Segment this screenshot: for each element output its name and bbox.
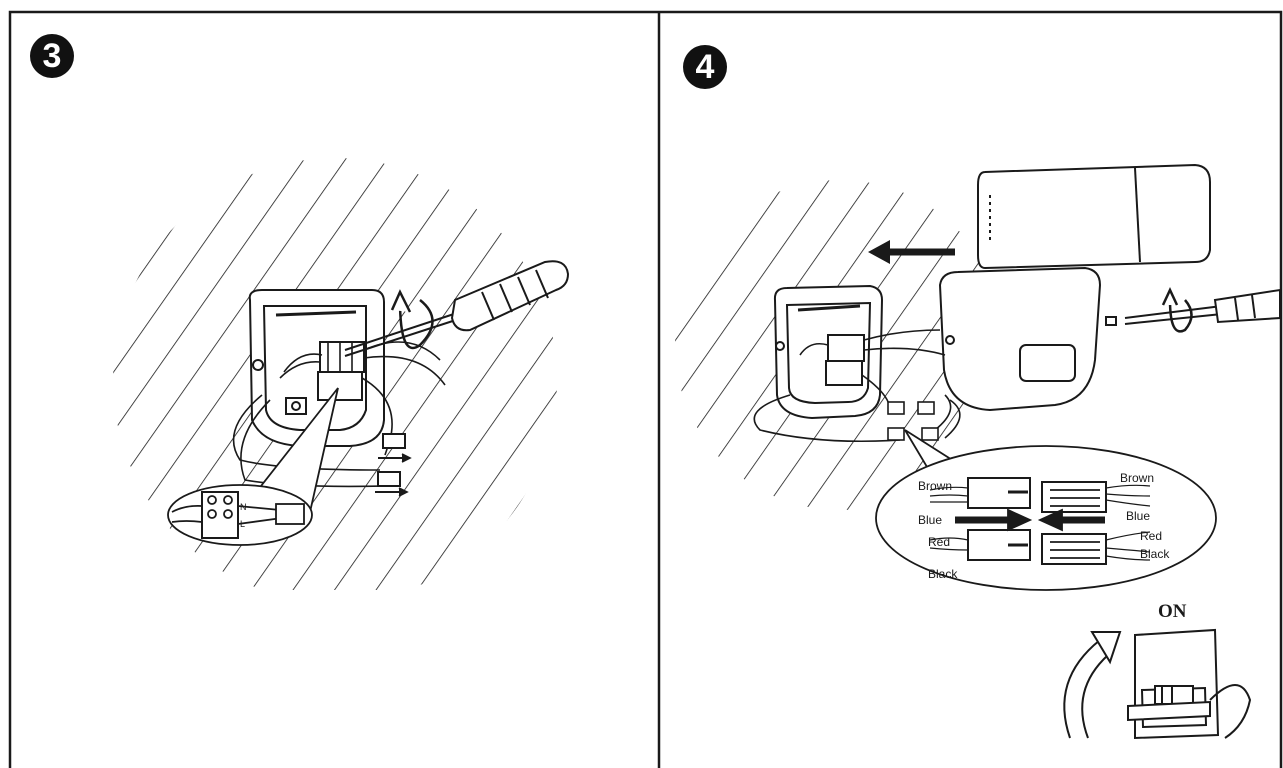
terminal-l-label: L [240,519,245,529]
push-arrow-icon [868,240,955,264]
rotate-arrow-icon [1161,287,1193,333]
step-3-panel: 3 [10,12,659,768]
wire-label-blue-right: Blue [1126,509,1150,523]
circuit-breaker [1127,628,1252,740]
wire-label-red-right: Red [1140,529,1162,543]
step-4-panel: 4 [659,12,1281,768]
wire-label-black-left: Black [928,567,958,581]
sensor-housing [938,266,1102,412]
wire-label-brown-left: Brown [918,479,952,493]
terminal-n-label: N [240,502,247,512]
wire-label-black-right: Black [1140,547,1170,561]
terminal-callout [167,387,339,546]
wire-label-blue-left: Blue [918,513,942,527]
wire-label-brown-right: Brown [1120,471,1154,485]
rotate-arrow-icon [390,289,434,350]
mounting-bracket [773,284,884,420]
step-number-badge: 4 [683,45,727,89]
wiring [753,329,961,443]
connector-callout [875,429,1217,591]
switch-on-label: ON [1158,601,1187,622]
step-number-badge: 3 [30,34,74,78]
screwdriver [1105,288,1281,326]
lamp-head [977,163,1211,270]
switch-up-arrow-icon [1063,631,1122,739]
wire-label-red-left: Red [928,535,950,549]
